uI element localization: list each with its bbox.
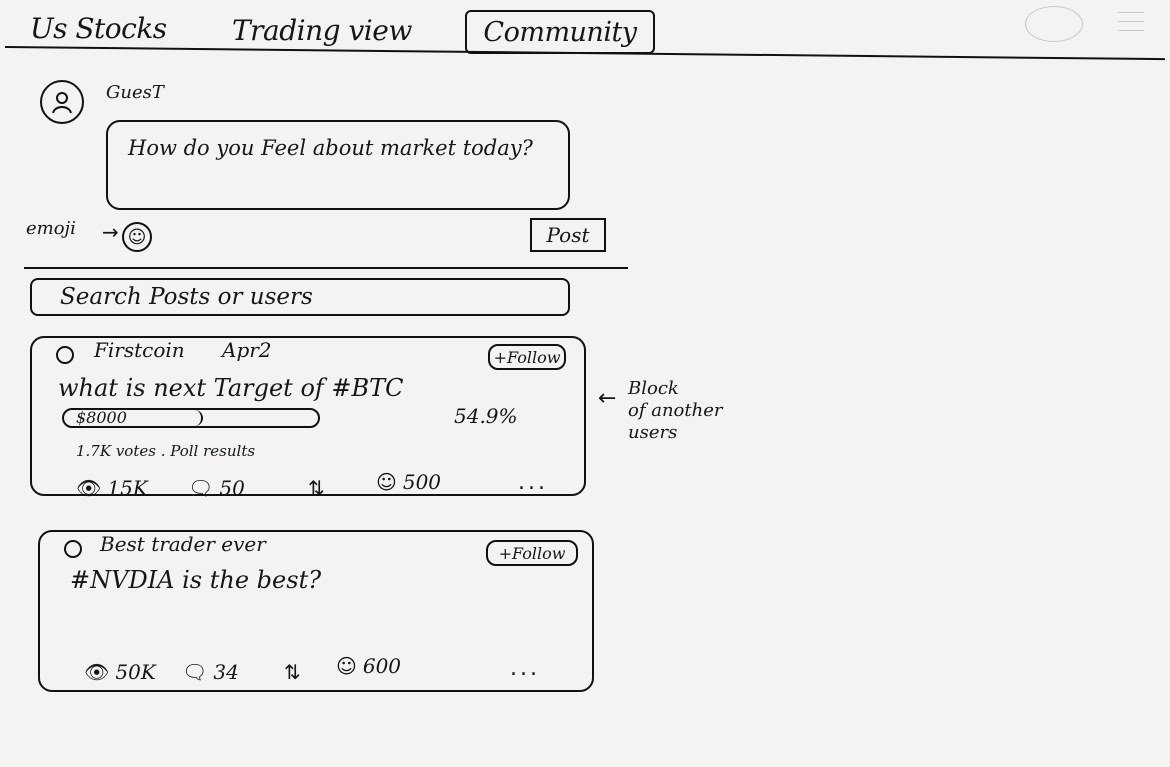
tab-us-stocks[interactable]: Us Stocks: [30, 12, 167, 45]
composer-divider: [24, 267, 628, 269]
repost-icon: ⇅: [284, 660, 301, 684]
views-count: 50K: [115, 660, 156, 684]
comment-icon: 🗨: [188, 476, 214, 500]
annotation-line: Block: [628, 378, 679, 399]
faint-menu-icon: [1118, 12, 1144, 39]
views-stat: 👁 50K: [84, 660, 156, 684]
emoji-label: emoji: [26, 218, 76, 239]
follow-button[interactable]: +Follow: [488, 344, 566, 370]
follow-button[interactable]: +Follow: [486, 540, 578, 566]
poll-option-label: $8000: [76, 408, 127, 427]
repost-button[interactable]: ⇅: [284, 660, 301, 684]
author-avatar-icon: [56, 346, 74, 364]
emoji-button[interactable]: ☺: [122, 222, 152, 252]
post-card: Best trader ever +Follow #NVDIA is the b…: [38, 530, 594, 692]
views-count: 15K: [107, 476, 148, 500]
repost-button[interactable]: ⇅: [308, 476, 325, 500]
arrow-left-icon: ←: [598, 386, 617, 411]
poll-meta[interactable]: 1.7K votes . Poll results: [76, 442, 256, 460]
likes-count: 600: [362, 654, 402, 678]
like-stat[interactable]: ☺ 600: [336, 654, 401, 678]
like-smiley-icon: ☺: [376, 470, 397, 494]
author-avatar-icon: [64, 540, 82, 558]
views-stat: 👁 15K: [76, 476, 148, 500]
comments-stat[interactable]: 🗨 34: [182, 660, 239, 684]
guest-avatar-icon: [40, 80, 84, 124]
post-body: what is next Target of #BTC: [58, 374, 404, 402]
annotation-note: Block of another users: [628, 378, 722, 444]
comment-icon: 🗨: [182, 660, 208, 684]
annotation-line: users: [628, 422, 678, 443]
likes-count: 500: [402, 470, 442, 494]
repost-icon: ⇅: [308, 476, 325, 500]
user-icon: [52, 92, 72, 114]
smiley-icon: ☺: [127, 226, 147, 248]
post-button[interactable]: Post: [530, 218, 606, 252]
comments-count: 50: [219, 476, 245, 500]
compose-input[interactable]: How do you Feel about market today?: [106, 120, 570, 210]
post-author[interactable]: Best trader ever: [100, 532, 266, 556]
post-date: Apr2: [222, 338, 272, 362]
more-options-button[interactable]: ...: [510, 656, 540, 681]
poll-option-bar[interactable]: $8000: [62, 408, 320, 428]
composer-user-name: GuesT: [106, 82, 164, 103]
eye-icon: 👁: [76, 476, 102, 500]
post-card: Firstcoin Apr2 +Follow what is next Targ…: [30, 336, 586, 500]
post-author[interactable]: Firstcoin: [94, 338, 185, 362]
comments-count: 34: [213, 660, 239, 684]
tab-community[interactable]: Community: [465, 10, 655, 54]
poll-fill: [64, 410, 204, 426]
eye-icon: 👁: [84, 660, 110, 684]
like-stat[interactable]: ☺ 500: [376, 470, 441, 494]
faint-avatar-icon: [1025, 6, 1083, 42]
poll-percent: 54.9%: [454, 404, 518, 428]
tab-trading-view[interactable]: Trading view: [232, 14, 412, 47]
post-body: #NVDIA is the best?: [70, 566, 322, 594]
comments-stat[interactable]: 🗨 50: [188, 476, 245, 500]
annotation-line: of another: [628, 400, 723, 421]
arrow-right-icon: →: [102, 220, 119, 244]
like-smiley-icon: ☺: [336, 654, 357, 678]
more-options-button[interactable]: ...: [518, 470, 548, 495]
search-input[interactable]: Search Posts or users: [30, 278, 570, 316]
